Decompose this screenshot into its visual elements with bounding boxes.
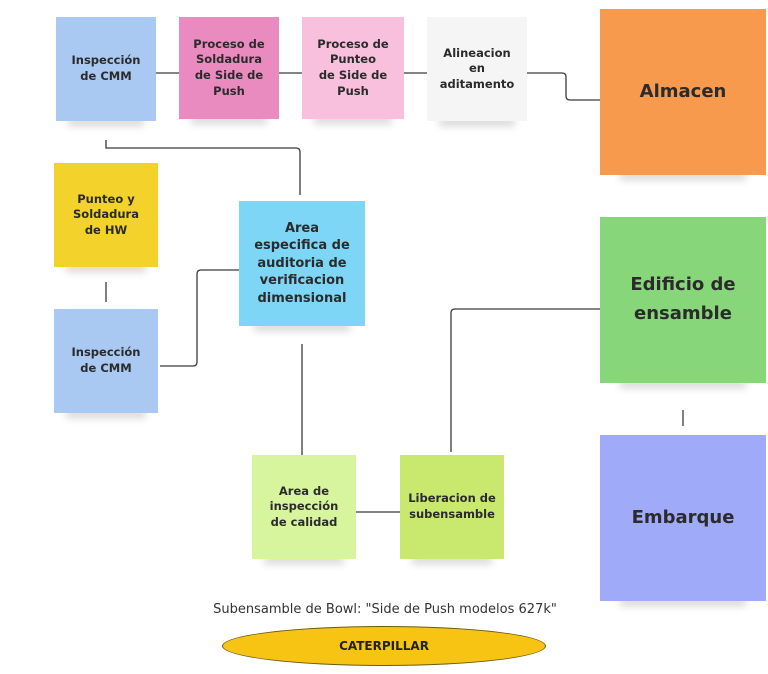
connector-lib-edificio (450, 308, 600, 452)
note-edificio-ensamble[interactable]: Edificio de ensamble (600, 217, 766, 383)
note-almacen[interactable]: Almacen (600, 9, 766, 175)
note-punteo-soldadura-hw[interactable]: Punteo y Soldadura de HW (54, 163, 158, 267)
note-proceso-soldadura[interactable]: Proceso de Soldadura de Side de Push (179, 17, 279, 119)
note-embarque[interactable]: Embarque (600, 435, 766, 601)
note-proceso-punteo[interactable]: Proceso de Punteo de Side de Push (302, 17, 404, 119)
connector-insp2-area (160, 269, 239, 367)
caterpillar-badge[interactable]: CATERPILLAR (222, 626, 546, 666)
connector-alin-almacen (527, 72, 600, 101)
diagram-caption: Subensamble de Bowl: "Side de Push model… (213, 602, 557, 617)
note-inspeccion-calidad[interactable]: Area de inspección de calidad (252, 455, 356, 559)
note-inspeccion-cmm-top[interactable]: Inspección de CMM (56, 17, 156, 121)
connector-insp-area (105, 140, 301, 195)
note-area-auditoria[interactable]: Area especifica de auditoria de verifica… (239, 201, 365, 326)
note-alineacion[interactable]: Alineacion en aditamento (427, 17, 527, 121)
note-inspeccion-cmm-bottom[interactable]: Inspección de CMM (54, 309, 158, 413)
note-liberacion-subensamble[interactable]: Liberacion de subensamble (400, 455, 504, 559)
